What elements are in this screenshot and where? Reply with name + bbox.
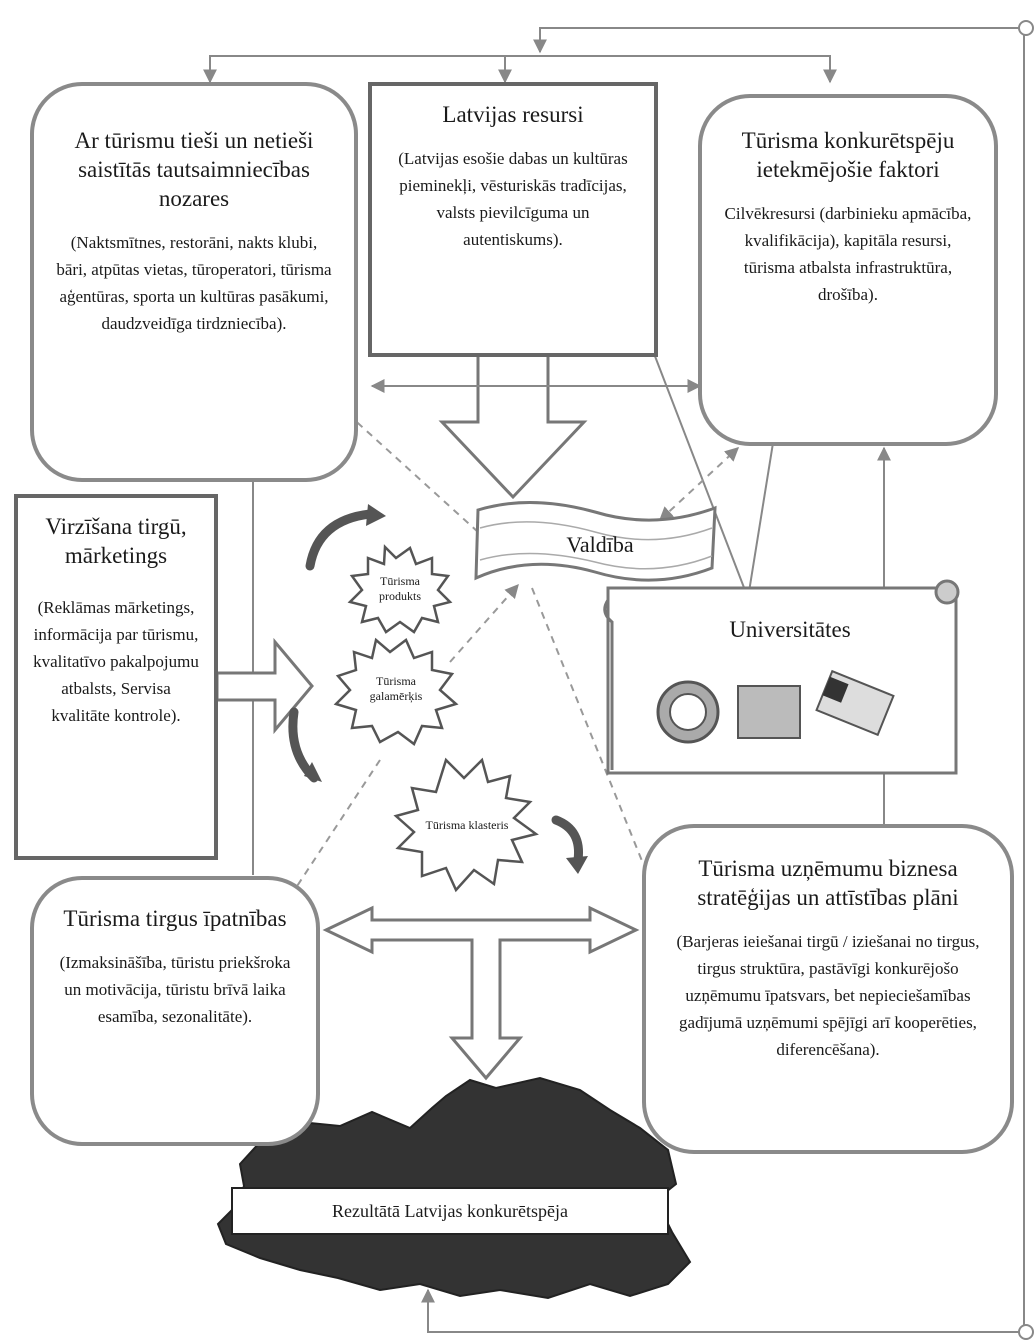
factors-box: Tūrisma konkurētspēju ietekmējošie fakto…: [698, 94, 998, 446]
resources-body: (Latvijas esošie dabas un kultūras piemi…: [398, 149, 628, 249]
business-title: Tūrisma uzņēmumu biznesa stratēģijas un …: [697, 856, 959, 910]
sectors-title: Ar tūrismu tieši un netieši saistītās ta…: [74, 128, 314, 211]
market-business-double-arrow: [322, 905, 640, 1081]
scroll-curl-left: [603, 599, 614, 770]
marketing-title: Virzīšana tirgū, mārketings: [45, 514, 187, 568]
university-logos: [656, 669, 895, 744]
loop-node-top: [1018, 20, 1034, 36]
factors-body: Cilvēkresursi (darbinieku apmācība, kval…: [724, 204, 972, 304]
star-clusters: [393, 757, 539, 893]
cycle-arrow-heads: [304, 504, 588, 874]
factors-title: Tūrisma konkurētspēju ietekmējošie fakto…: [741, 128, 955, 182]
market-title: Tūrisma tirgus īpatnības: [63, 906, 287, 931]
star-products: [347, 544, 453, 634]
dashed-arrows: [279, 404, 740, 920]
scroll-curl-top: [934, 579, 960, 605]
business-body: (Barjeras ieiešanai tirgū / iziešanai no…: [676, 932, 980, 1059]
star-destination: [333, 637, 459, 746]
star-products-label: Tūrisma produkts: [379, 574, 421, 603]
result-label: Rezultātā Latvijas konkurētspēja: [332, 1201, 568, 1221]
sectors-box: Ar tūrismu tieši un netieši saistītās ta…: [30, 82, 358, 482]
resources-title: Latvijas resursi: [442, 102, 584, 127]
market-box: Tūrisma tirgus īpatnības (Izmaksināšība,…: [30, 876, 320, 1146]
star-destination-label: Tūrisma galamērķis: [369, 674, 423, 703]
government-flag-stripe: [479, 521, 713, 570]
resources-down-arrow: [438, 353, 588, 500]
loop-node-bottom: [1018, 1324, 1034, 1340]
marketing-body: (Reklāmas mārketings, informācija par tū…: [33, 598, 199, 725]
latvia-map-band: [231, 1187, 669, 1235]
star-clusters-label: Tūrisma klasteris: [425, 818, 509, 832]
sectors-body: (Naktsmītnes, restorāni, nakts klubi, bā…: [56, 233, 332, 333]
resources-box: Latvijas resursi (Latvijas esošie dabas …: [368, 82, 658, 357]
market-body: (Izmaksināšība, tūristu priekšroka un mo…: [59, 953, 291, 1026]
universities-label: Universitātes: [729, 617, 851, 642]
government-label: Valdība: [566, 532, 634, 557]
business-box: Tūrisma uzņēmumu biznesa stratēģijas un …: [642, 824, 1014, 1154]
marketing-box: Virzīšana tirgū, mārketings (Reklāmas mā…: [14, 494, 218, 860]
top-feedback-lines: [203, 27, 1025, 1333]
universities-scroll: [606, 586, 958, 775]
university-logo-2: [737, 685, 801, 739]
